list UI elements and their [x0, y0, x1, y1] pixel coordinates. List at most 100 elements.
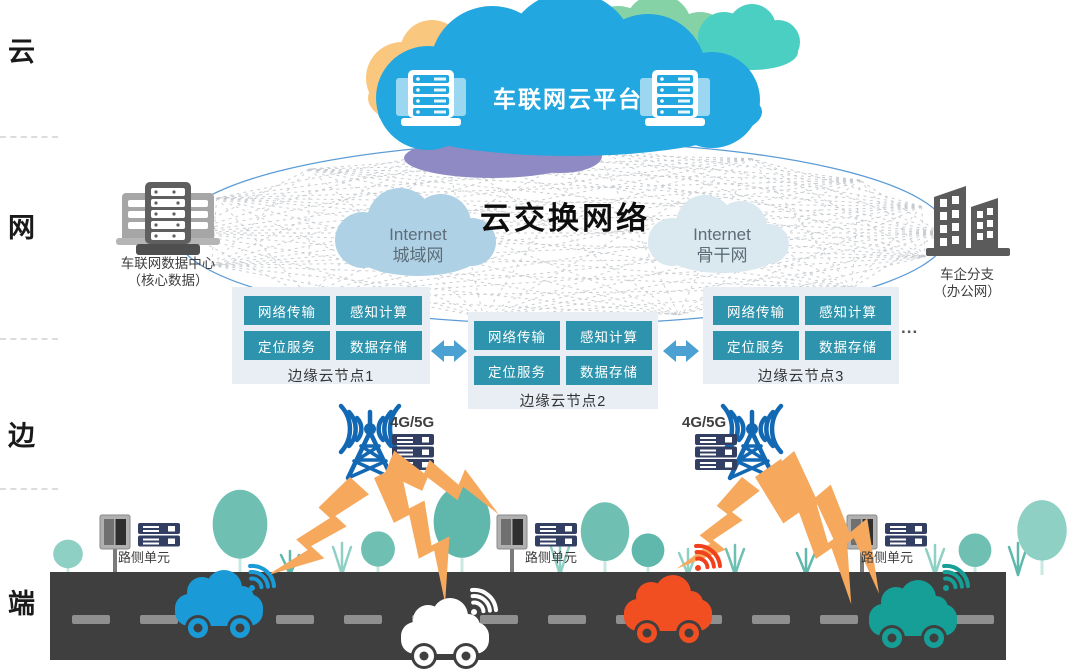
- rect: [725, 449, 732, 455]
- rect: [397, 441, 413, 443]
- mesh-line: [594, 146, 926, 258]
- service-box[interactable]: 网络传输: [713, 296, 799, 325]
- path: [942, 564, 970, 589]
- mesh-line: [921, 206, 926, 257]
- edge-server-stack-icon: [535, 523, 577, 547]
- rect: [501, 519, 511, 545]
- path: [758, 403, 784, 455]
- mesh-line: [183, 179, 860, 234]
- internet-backbone-line1: Internet: [693, 225, 751, 244]
- mesh-line: [750, 158, 926, 258]
- mesh-line: [216, 179, 860, 199]
- road-dash: [956, 615, 994, 624]
- service-box[interactable]: 感知计算: [566, 321, 652, 350]
- rect: [540, 542, 556, 545]
- mesh-line: [309, 168, 922, 207]
- road-dash: [344, 615, 382, 624]
- mesh-line: [308, 179, 860, 298]
- teal-cloud: [698, 4, 800, 70]
- mesh-line: [483, 158, 752, 318]
- circle: [660, 77, 664, 81]
- wifi-signal-icons: [248, 544, 970, 615]
- rect: [422, 462, 429, 468]
- service-box[interactable]: 感知计算: [805, 296, 891, 325]
- mesh-line: [216, 197, 922, 207]
- service-box[interactable]: 网络传输: [244, 296, 330, 325]
- mesh-line: [211, 264, 852, 289]
- rsu-2-label: 路侧单元: [525, 550, 578, 565]
- road-dash: [72, 615, 110, 624]
- cloud-server-icon: [396, 70, 466, 126]
- tree-canopy: [958, 533, 992, 567]
- edge-server-stack-icon: [885, 523, 927, 547]
- grass-tuft: [724, 543, 746, 577]
- mesh-line: [183, 168, 310, 234]
- mesh-line: [211, 232, 941, 266]
- rect: [413, 86, 449, 94]
- mesh-line: [309, 296, 679, 316]
- path: [471, 600, 486, 614]
- edge-node-3: 网络传输 感知计算 定位服务 数据存储 边缘云节点3: [703, 287, 899, 385]
- rect: [915, 526, 922, 532]
- rect: [657, 86, 693, 94]
- rect: [678, 77, 690, 81]
- tree-canopy: [212, 489, 268, 559]
- wheel: [887, 633, 897, 643]
- service-box[interactable]: 数据存储: [566, 356, 652, 385]
- service-box[interactable]: 定位服务: [244, 331, 330, 360]
- wheel: [684, 628, 694, 638]
- data-center-line1: 车联网数据中心: [120, 256, 216, 271]
- cloud-server-icons: [396, 70, 710, 126]
- roadside-unit-icon: [99, 514, 180, 575]
- mesh-line: [851, 232, 941, 289]
- service-box[interactable]: 数据存储: [805, 331, 891, 360]
- service-box[interactable]: 数据存储: [336, 331, 422, 360]
- path: [470, 594, 492, 613]
- mesh-line: [211, 256, 926, 266]
- rect: [890, 538, 906, 541]
- internet-metro-line1: Internet: [389, 225, 447, 244]
- rect: [657, 97, 693, 105]
- edge-node-1-label: 边缘云节点1: [287, 369, 375, 385]
- mesh-line: [678, 205, 922, 316]
- road-dash: [276, 615, 314, 624]
- rect: [168, 526, 175, 532]
- rect: [397, 437, 413, 439]
- circle: [249, 585, 255, 591]
- service-box[interactable]: 定位服务: [474, 356, 560, 385]
- road-dash: [480, 615, 518, 624]
- rect: [510, 545, 514, 575]
- circle: [943, 585, 949, 591]
- mesh-line: [183, 232, 484, 318]
- mesh-line: [216, 197, 852, 289]
- rect: [678, 110, 690, 114]
- path: [248, 570, 270, 589]
- path: [695, 556, 710, 570]
- mesh-line: [216, 158, 752, 199]
- mesh-line: [211, 197, 218, 266]
- rect: [434, 99, 446, 103]
- wheel: [929, 633, 939, 643]
- path: [942, 570, 964, 589]
- wheel: [193, 623, 203, 633]
- rect: [422, 437, 429, 443]
- service-box[interactable]: 定位服务: [713, 331, 799, 360]
- wheel: [235, 623, 245, 633]
- exchange-network-title: 云交换网络: [480, 201, 650, 236]
- edge-server-stack-icon: [138, 523, 180, 547]
- tree-canopy: [580, 502, 630, 561]
- mesh-line: [859, 179, 941, 234]
- rect: [700, 441, 716, 443]
- service-box[interactable]: 网络传输: [474, 321, 560, 350]
- circle: [471, 609, 477, 615]
- data-center-line2: （核心数据）: [127, 273, 209, 288]
- rect: [645, 118, 705, 126]
- wifi-icon: [694, 544, 722, 571]
- rect: [143, 542, 159, 545]
- rect: [113, 545, 117, 575]
- internet-backbone-cloud: [648, 195, 789, 273]
- service-box[interactable]: 感知计算: [336, 296, 422, 325]
- path: [943, 576, 958, 590]
- mesh-line: [308, 158, 752, 298]
